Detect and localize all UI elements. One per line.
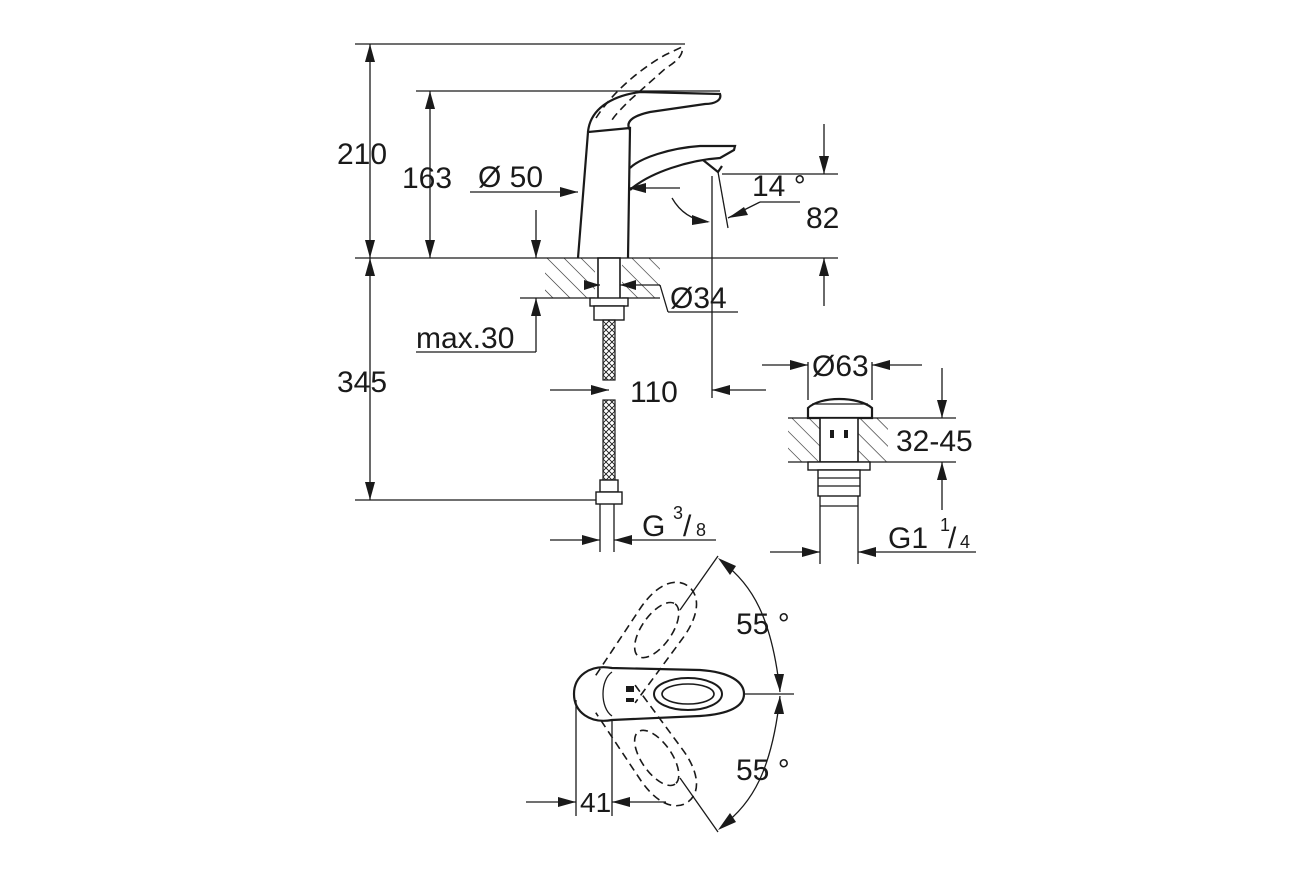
dim-diameter-hole: Ø34 bbox=[584, 280, 738, 315]
label-345: 345 bbox=[337, 366, 387, 399]
deck-section bbox=[545, 258, 660, 299]
dim-diameter-waste: Ø63 bbox=[762, 350, 922, 400]
label-waste-numerator: 1 bbox=[940, 515, 950, 535]
dim-spout-angle: 14 ° bbox=[671, 170, 806, 398]
lever-position-down bbox=[595, 684, 698, 807]
label-55-degrees-bottom: 55 ° bbox=[736, 754, 790, 787]
label-connection-denominator: 8 bbox=[696, 520, 706, 540]
label-max-30: max.30 bbox=[416, 322, 514, 355]
label-110: 110 bbox=[630, 376, 678, 409]
label-waste-slash: / bbox=[948, 522, 957, 555]
label-diameter-50: Ø 50 bbox=[478, 161, 543, 194]
label-waste-denominator: 4 bbox=[960, 532, 970, 552]
label-210: 210 bbox=[337, 138, 387, 171]
label-82: 82 bbox=[806, 202, 839, 235]
label-41: 41 bbox=[580, 787, 611, 818]
top-view: 55 ° 55 ° 41 bbox=[526, 555, 794, 833]
label-diameter-63: Ø63 bbox=[812, 350, 869, 383]
dim-spout-height: 82 bbox=[722, 124, 839, 306]
dim-diameter-base: Ø 50 bbox=[470, 161, 680, 197]
dim-reach: 110 bbox=[550, 376, 766, 409]
shank-and-hose bbox=[589, 257, 629, 552]
dim-connection: G 3 / 8 bbox=[550, 503, 716, 545]
dim-lever-width: 41 bbox=[526, 700, 666, 818]
dim-waste-thread: G1 1 / 4 bbox=[770, 515, 976, 557]
label-163: 163 bbox=[402, 162, 452, 195]
dim-below-deck: 345 bbox=[337, 258, 596, 501]
label-connection-g: G bbox=[642, 510, 665, 543]
dim-height-total: 210 bbox=[337, 43, 685, 258]
label-connection-numerator: 3 bbox=[673, 503, 683, 523]
dim-height-spout: 163 bbox=[402, 90, 720, 258]
label-55-degrees-top: 55 ° bbox=[736, 608, 790, 641]
label-diameter-34: Ø34 bbox=[670, 282, 727, 315]
label-32-45: 32-45 bbox=[896, 425, 973, 458]
side-view: 210 163 Ø 50 14 ° bbox=[337, 43, 839, 552]
waste-view: Ø63 32-45 G1 1 / 4 bbox=[762, 350, 976, 564]
faucet-body bbox=[576, 45, 737, 259]
label-connection-slash: / bbox=[683, 510, 692, 543]
label-waste-g1: G1 bbox=[888, 522, 928, 555]
dim-waste-range: 32-45 bbox=[896, 368, 973, 510]
dim-max-thickness: max.30 bbox=[416, 210, 545, 355]
label-14-degrees: 14 ° bbox=[752, 170, 806, 203]
